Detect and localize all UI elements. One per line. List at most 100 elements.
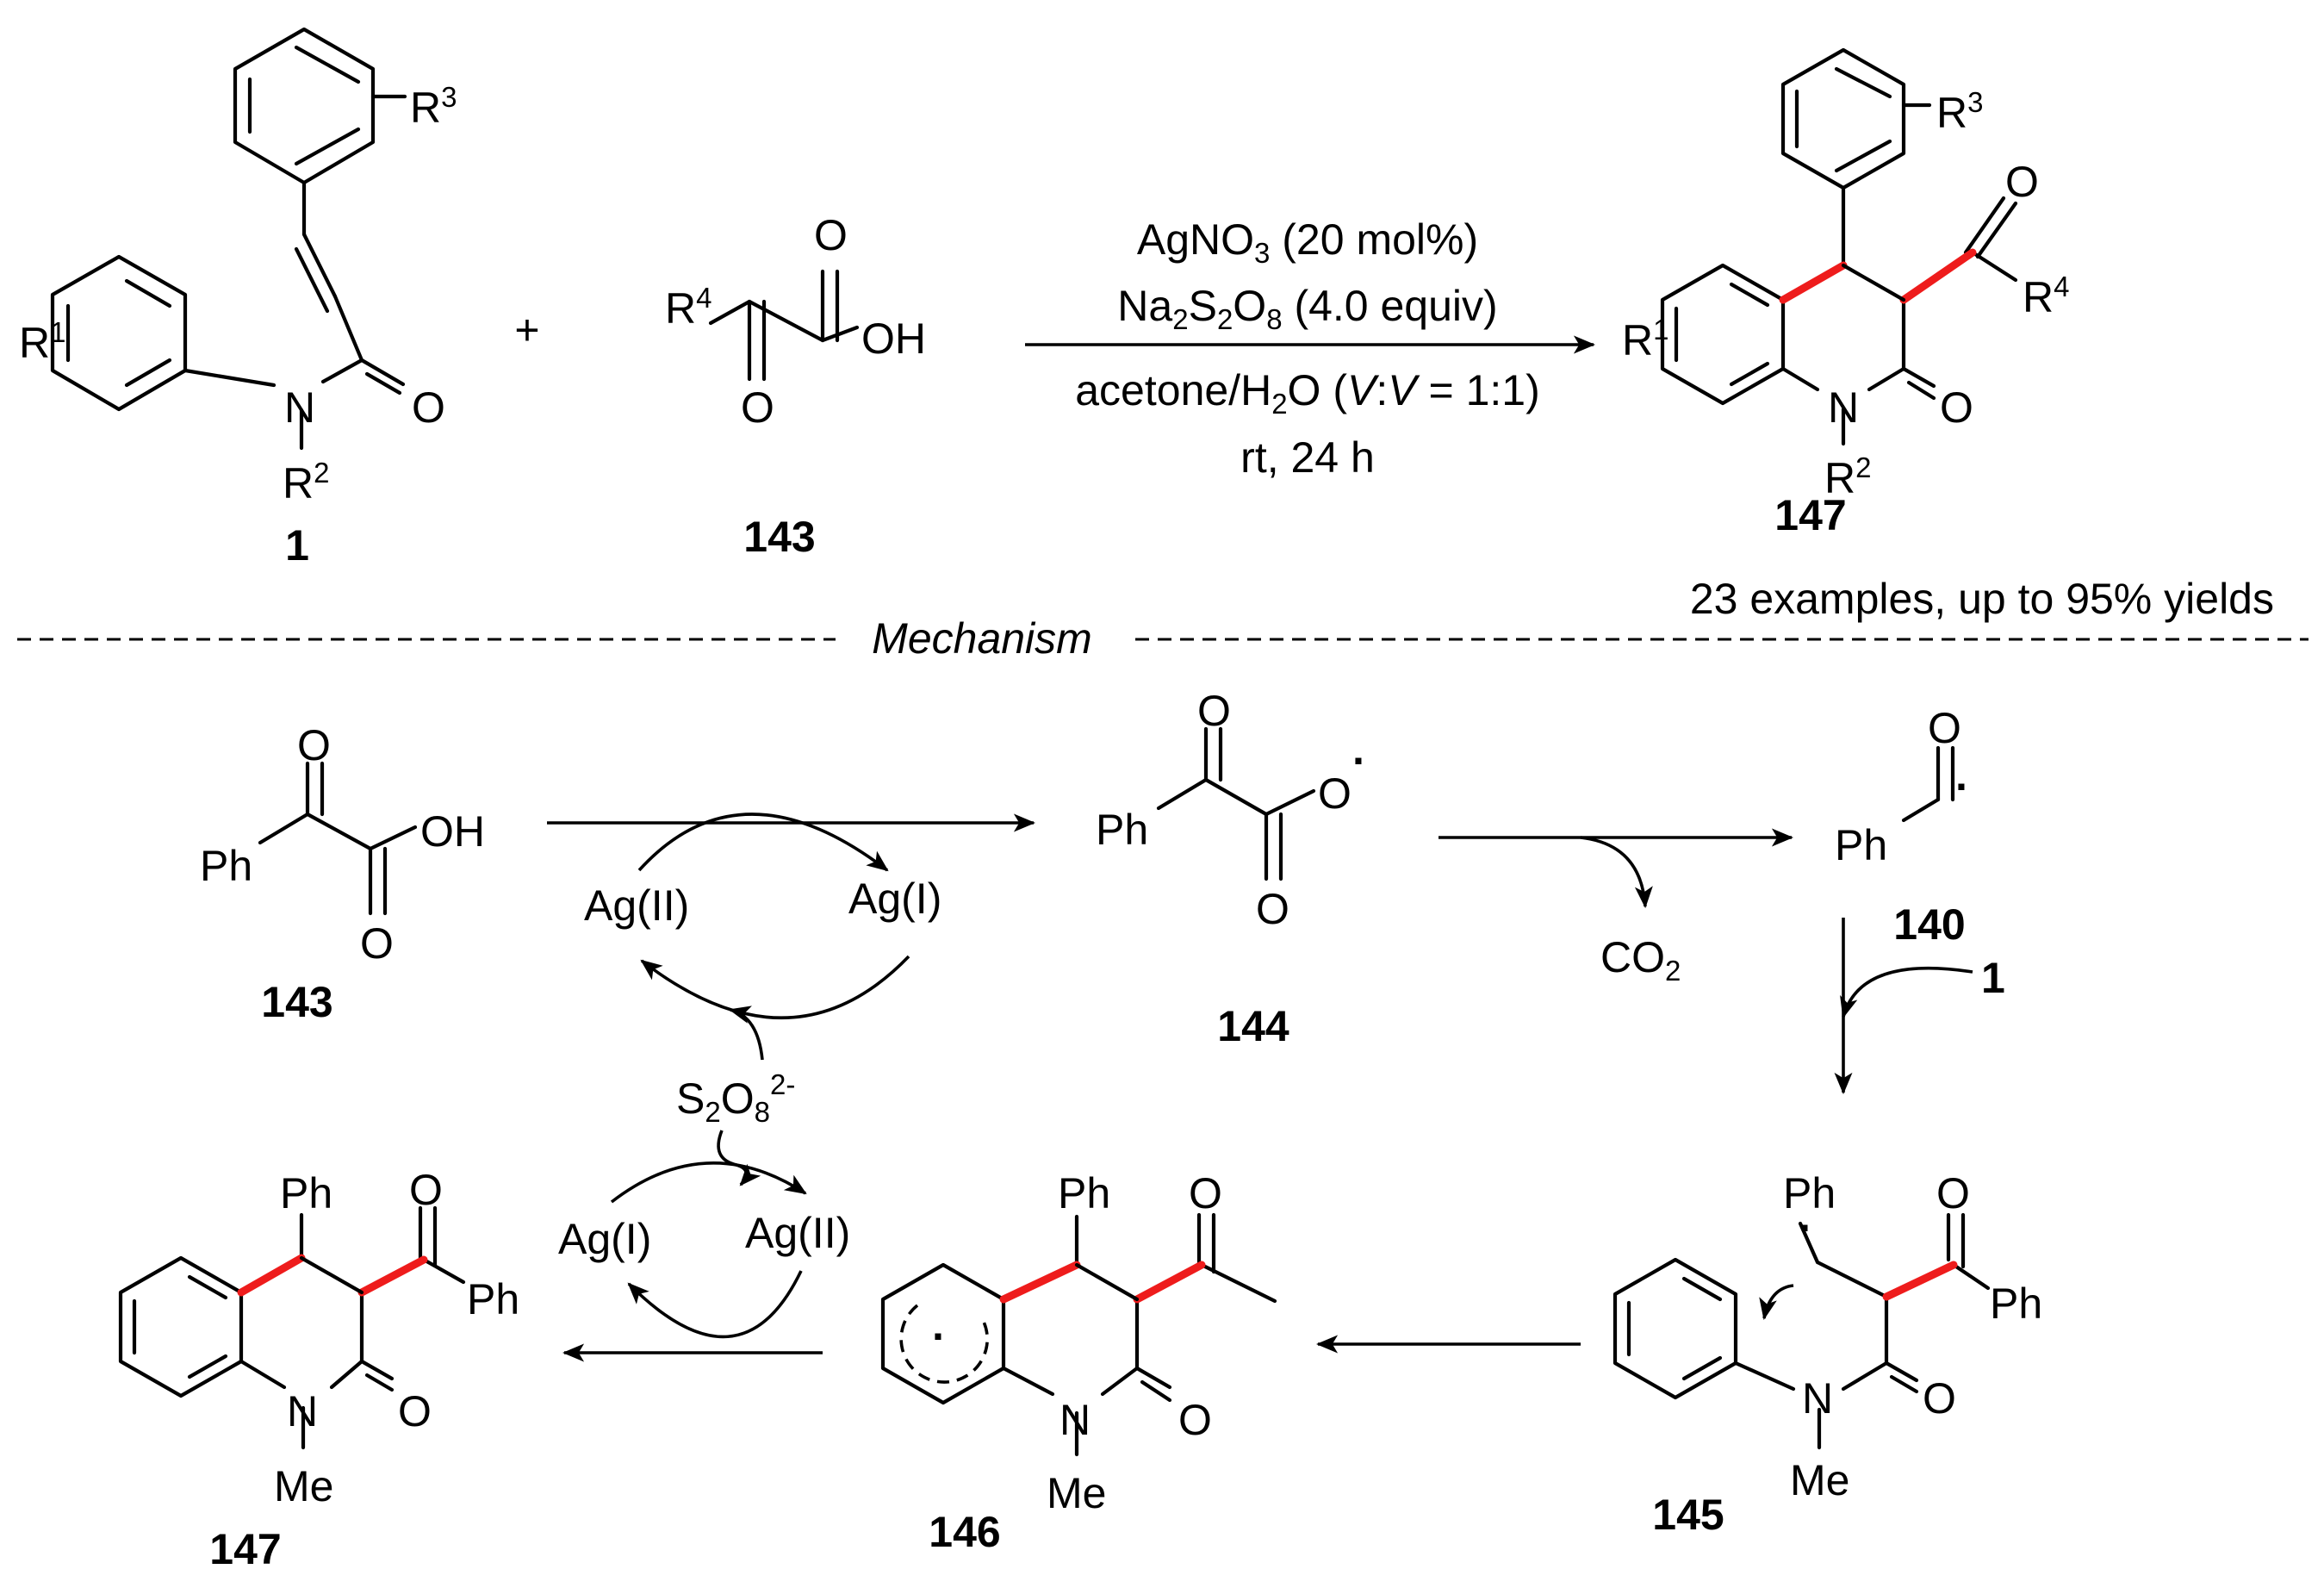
condition-temperature-time: rt, 24 h bbox=[1240, 433, 1375, 482]
product-147-bonds bbox=[1660, 47, 2018, 446]
svg-text:R3: R3 bbox=[1936, 86, 1983, 137]
mech-145-nitrogen: N bbox=[1802, 1374, 1833, 1423]
mech-145-lactam-oxygen: O bbox=[1923, 1374, 1956, 1423]
mech-140-ph: Ph bbox=[1835, 821, 1887, 869]
keto-oxygen: O bbox=[741, 383, 774, 432]
cond-colon: : bbox=[1376, 366, 1388, 414]
reactant-1-nitrogen: N bbox=[284, 383, 315, 432]
new-bond-c3 bbox=[1899, 248, 1977, 304]
compound-number-147: 147 bbox=[1774, 491, 1846, 539]
persulfate-label: S2O82- bbox=[676, 1068, 795, 1128]
r2-letter: R bbox=[283, 459, 314, 507]
mech-146-new-bond-c3 bbox=[1133, 1261, 1206, 1304]
new-bond-c4 bbox=[1779, 261, 1848, 304]
co2-sub: 2 bbox=[1665, 955, 1681, 987]
svg-text:R3: R3 bbox=[410, 81, 457, 132]
mech-145-ph-ketone: Ph bbox=[1990, 1280, 2042, 1328]
curved-arrow-co2-loss bbox=[1580, 836, 1653, 909]
cond-o-sub: 8 bbox=[1266, 303, 1282, 335]
cond-agno-sub: 3 bbox=[1254, 237, 1270, 269]
cond-s-sub: 2 bbox=[1217, 303, 1233, 335]
curved-arrow-persulfate-to-ag2 bbox=[717, 1130, 761, 1186]
mech-144-bonds bbox=[1156, 726, 1316, 881]
mech-147-nitrogen: N bbox=[287, 1387, 318, 1435]
mech-143-keto-oxygen: O bbox=[297, 721, 331, 769]
cond-ratio: = 1:1) bbox=[1417, 366, 1540, 414]
curved-arrow-ag2-to-ag1 bbox=[637, 813, 889, 872]
mech-147-bonds bbox=[118, 1205, 466, 1450]
persulfate-charge: 2- bbox=[770, 1068, 795, 1100]
product-r4-letter: R bbox=[2023, 273, 2054, 321]
product-c3-c4-bond bbox=[1841, 263, 1906, 302]
mech-compound-140: Ph O · 140 bbox=[1835, 704, 1970, 949]
condition-oxidant: Na2S2O8 (4.0 equiv) bbox=[1117, 282, 1497, 335]
product-r2-label: R2 bbox=[1824, 451, 1871, 502]
compound-number-143: 143 bbox=[743, 513, 815, 561]
reaction-conditions: AgNO3 (20 mol%) Na2S2O8 (4.0 equiv) acet… bbox=[1075, 215, 1540, 482]
mech-146-lactam-oxygen: O bbox=[1178, 1396, 1212, 1444]
product-r3-label: R3 bbox=[1936, 86, 1983, 137]
persulfate-s-sub: 2 bbox=[705, 1096, 720, 1128]
mech-compound-143: Ph O OH O 143 bbox=[200, 721, 485, 1026]
mech-144-keto-oxygen: O bbox=[1197, 687, 1231, 735]
reactant-143-bonds bbox=[708, 269, 860, 382]
mech-compound-145: · Ph O Ph N O Me 145 bbox=[1613, 1169, 2042, 1539]
condition-catalyst: AgNO3 (20 mol%) bbox=[1137, 215, 1478, 269]
svg-text:R2: R2 bbox=[1824, 451, 1871, 502]
cond-v1: V bbox=[1347, 366, 1380, 414]
product-r2-letter: R bbox=[1824, 454, 1855, 502]
svg-text:R1: R1 bbox=[19, 316, 65, 367]
cond-oxidant-equiv: (4.0 equiv) bbox=[1283, 282, 1498, 330]
persulfate-o: O bbox=[721, 1074, 755, 1123]
product-147: R1 N O O R4 R2 R3 147 bbox=[1622, 47, 2069, 539]
mech-number-143: 143 bbox=[261, 978, 332, 1026]
mech-number-146: 146 bbox=[929, 1508, 1000, 1556]
mech-146-acyl-oxygen: O bbox=[1189, 1169, 1222, 1217]
mech-147-ph-ketone: Ph bbox=[467, 1275, 519, 1323]
product-r3-letter: R bbox=[1936, 89, 1967, 137]
ag2-top-label: Ag(II) bbox=[584, 881, 689, 930]
reactant-1-bonds bbox=[50, 27, 407, 451]
mech-146-methyl: Me bbox=[1047, 1469, 1106, 1517]
mech-145-new-bond bbox=[1882, 1261, 1958, 1301]
cond-na-sub: 2 bbox=[1172, 303, 1188, 335]
r4-letter: R bbox=[665, 284, 696, 333]
mech-compound-146: · Ph O N O Me 146 bbox=[880, 1169, 1277, 1556]
mech-140-bonds bbox=[1901, 745, 1955, 823]
cond-solvent-mid: O ( bbox=[1288, 366, 1348, 414]
product-r1-superscript: 1 bbox=[1653, 314, 1668, 346]
ag2-bottom-label: Ag(II) bbox=[745, 1209, 850, 1257]
mech-145-methyl: Me bbox=[1790, 1456, 1849, 1504]
mech-144-ph: Ph bbox=[1096, 806, 1148, 854]
curved-arrow-add-1 bbox=[1840, 966, 1973, 1019]
cond-agno: AgNO bbox=[1137, 215, 1254, 264]
cond-h2-sub: 2 bbox=[1271, 388, 1287, 420]
r4-superscript: 4 bbox=[696, 282, 711, 314]
svg-text:R4: R4 bbox=[665, 282, 711, 333]
svg-text:R2: R2 bbox=[283, 457, 329, 507]
mech-146-c3-c4-bond bbox=[1074, 1262, 1140, 1302]
acid-carbonyl-oxygen: O bbox=[814, 211, 848, 259]
condition-solvent: acetone/H2O (V:V = 1:1) bbox=[1075, 366, 1540, 420]
mech-146-nitrogen: N bbox=[1059, 1396, 1091, 1444]
curved-arrow-cyclization bbox=[1759, 1284, 1794, 1321]
reactant-1-carbonyl-oxygen: O bbox=[412, 383, 445, 432]
mech-147-new-bond-c3 bbox=[357, 1255, 428, 1297]
cond-solvent-pre: acetone/H bbox=[1075, 366, 1271, 414]
reactant-143: R4 O OH O 143 bbox=[665, 211, 926, 561]
mech-number-147: 147 bbox=[209, 1525, 281, 1573]
mech-146-new-bond-c4 bbox=[999, 1261, 1081, 1304]
r3-label: R3 bbox=[410, 81, 457, 132]
mech-145-ketone-oxygen: O bbox=[1936, 1169, 1970, 1217]
cond-o: O bbox=[1233, 282, 1266, 330]
mech-147-lactam-oxygen: O bbox=[398, 1387, 432, 1435]
r1-label: R1 bbox=[19, 316, 65, 367]
mech-144-radical-dot: · bbox=[1352, 737, 1367, 785]
mech-compound-144: Ph O O · O 144 bbox=[1096, 687, 1367, 1050]
product-r2-superscript: 2 bbox=[1855, 451, 1871, 483]
product-ketone-oxygen: O bbox=[2005, 158, 2039, 206]
hydroxyl-group: OH bbox=[861, 314, 926, 363]
scope-summary: 23 examples, up to 95% yields bbox=[1690, 575, 2274, 623]
product-r4-superscript: 4 bbox=[2054, 271, 2069, 302]
persulfate-s: S bbox=[676, 1074, 705, 1123]
